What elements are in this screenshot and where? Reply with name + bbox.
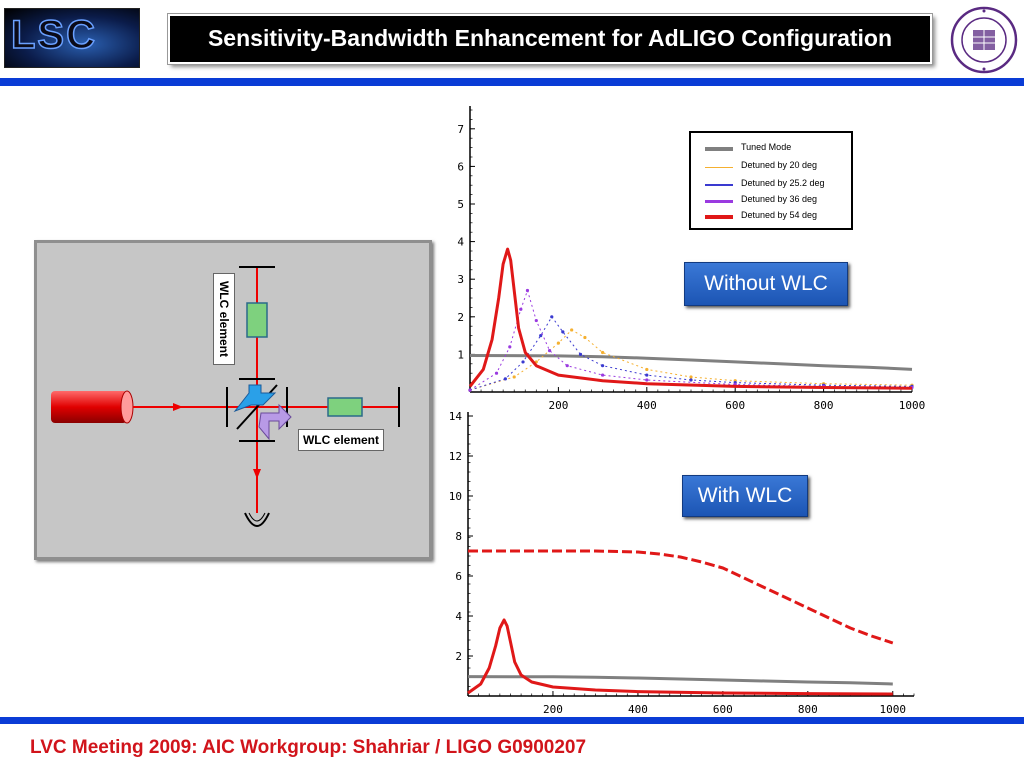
lsc-logo: LSC	[4, 8, 140, 68]
series-point-0-3	[645, 378, 649, 382]
legend-swatch	[705, 184, 733, 186]
series-point-0-2	[601, 364, 605, 368]
series-point-0-2	[521, 360, 525, 364]
series-point-0-1	[583, 335, 587, 340]
x-tick-label: 600	[713, 703, 733, 716]
series-point-0-3	[525, 288, 530, 293]
series-point-0-1	[556, 341, 560, 345]
chart-legend: Tuned Mode Detuned by 20 deg Detuned by …	[689, 131, 853, 230]
series-point-0-2	[578, 352, 583, 356]
wlc-label-horizontal: WLC element	[298, 429, 384, 451]
x-tick-label: 600	[725, 399, 745, 412]
series-point-0-3	[494, 371, 499, 375]
series-point-0-2	[503, 377, 507, 381]
series-point-0-2	[561, 330, 565, 334]
y-tick-label: 2	[457, 311, 464, 324]
legend-swatch	[705, 147, 733, 151]
x-tick-label: 800	[798, 703, 818, 716]
series-point-0-1	[689, 375, 693, 379]
beam-arrow-icon	[173, 403, 183, 411]
footer-text: LVC Meeting 2009: AIC Workgroup: Shahria…	[30, 737, 587, 758]
legend-swatch	[705, 167, 733, 168]
series-point-0-3	[519, 307, 523, 311]
x-tick-label: 200	[548, 399, 568, 412]
y-tick-label: 5	[457, 198, 464, 211]
laser-icon	[51, 390, 134, 424]
x-tick-label: 200	[543, 703, 563, 716]
circulation-arrows-icon	[233, 384, 292, 441]
badge-without-wlc: Without WLC	[684, 262, 848, 306]
northwestern-seal-icon	[950, 6, 1018, 74]
series-point-0-3	[565, 364, 569, 368]
wlc-element-vertical	[246, 302, 268, 338]
series-point-0-1	[512, 375, 516, 379]
x-tick-label: 400	[628, 703, 648, 716]
top-divider	[0, 78, 1024, 86]
y-tick-label: 14	[449, 410, 463, 423]
series-line-1-0	[467, 675, 893, 686]
y-tick-label: 3	[457, 273, 464, 286]
series-point-0-1	[601, 350, 605, 355]
series-point-0-2	[645, 373, 649, 377]
y-tick-label: 6	[457, 160, 464, 173]
x-tick-label: 800	[814, 399, 834, 412]
series-line-0-4	[468, 247, 913, 390]
wlc-label-vertical: WLC element	[213, 273, 235, 365]
x-tick-label: 1000	[880, 703, 907, 716]
interferometer-drawing	[51, 266, 400, 527]
y-tick-label: 2	[455, 650, 462, 663]
sensitivity-chart-without-wlc: 1 2 3 4 5 6 7 200 400 600 800 1000	[457, 106, 926, 412]
interferometer-diagram: WLC element WLC element	[34, 240, 432, 560]
y-tick-label: 8	[455, 530, 462, 543]
series-point-0-3	[468, 388, 472, 392]
x-tick-label: 400	[637, 399, 657, 412]
slide-title-box: Sensitivity-Bandwidth Enhancement for Ad…	[167, 13, 933, 65]
series-point-0-2	[550, 315, 554, 319]
y-tick-label: 4	[457, 236, 464, 249]
y-tick-label: 1	[457, 348, 464, 361]
series-point-0-3	[534, 318, 538, 323]
series-line-0-0	[469, 354, 913, 371]
bottom-divider	[0, 717, 1024, 724]
y-tick-label: 10	[449, 490, 462, 503]
series-point-0-2	[539, 334, 543, 338]
legend-swatch	[705, 215, 733, 219]
x-tick-label: 1000	[899, 399, 926, 412]
series-point-0-3	[547, 349, 552, 353]
detector-icon	[244, 512, 270, 527]
series-line-1-1	[467, 618, 893, 696]
series-point-0-1	[570, 328, 574, 332]
series-point-0-2	[689, 378, 693, 382]
badge-with-wlc: With WLC	[682, 475, 808, 517]
slide-title: Sensitivity-Bandwidth Enhancement for Ad…	[207, 25, 893, 51]
legend-swatch	[705, 200, 733, 203]
lsc-logo-text: LSC	[10, 13, 97, 57]
y-tick-label: 4	[455, 610, 462, 623]
series-line-1-2	[468, 549, 894, 645]
sensitivity-chart-with-wlc: 2 4 6 8 10 12 14 200 400 600 800 1000	[449, 410, 915, 716]
wlc-element-horizontal	[327, 397, 363, 417]
y-tick-label: 6	[455, 570, 462, 583]
y-tick-label: 12	[449, 450, 462, 463]
series-point-0-3	[601, 373, 605, 377]
beam-arrow-down-icon	[253, 469, 261, 479]
y-tick-label: 7	[457, 123, 464, 136]
series-point-0-3	[508, 345, 512, 349]
series-point-0-1	[645, 367, 649, 372]
beam-splitter	[236, 384, 278, 430]
series-line-0-1	[469, 329, 913, 391]
